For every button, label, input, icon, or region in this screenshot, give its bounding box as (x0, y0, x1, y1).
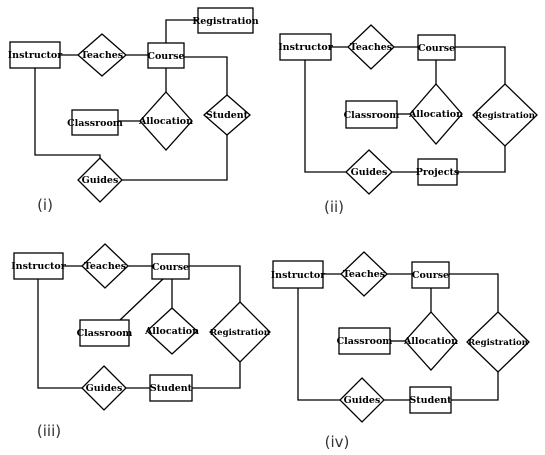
instructor-label: Instructor (11, 261, 67, 272)
allocation-label: Allocation (408, 109, 463, 120)
allocation-label: Allocation (403, 336, 458, 347)
teaches-label: Teaches (343, 269, 385, 280)
registration-label: Registration (475, 111, 536, 121)
classroom-entity (338, 327, 391, 355)
classroom-label: Classroom (77, 328, 133, 339)
student-label: Student (150, 383, 193, 394)
classroom-entity (79, 319, 130, 347)
guides-relationship (81, 365, 127, 411)
registration-label: Registration (210, 328, 271, 338)
allocation-label: Allocation (144, 326, 199, 337)
course-entity (411, 261, 450, 289)
course-entity (151, 253, 190, 280)
student-label: Student (409, 395, 452, 406)
caption-ii: (ii) (324, 198, 344, 216)
teaches-label: Teaches (350, 42, 392, 53)
allocation-relationship (146, 307, 198, 355)
er-diagram-i: Instructor Teaches Course Registration C… (8, 7, 259, 214)
guides-label: Guides (82, 175, 119, 186)
instructor-entity (13, 252, 64, 280)
guides-label: Guides (86, 383, 123, 394)
course-label: Course (152, 262, 189, 273)
er-diagram-iii: Instructor Teaches Course Classroom Allo… (11, 243, 271, 440)
student-relationship (203, 94, 251, 136)
classroom-label: Classroom (67, 118, 123, 129)
course-entity (417, 34, 456, 61)
teaches-label: Teaches (81, 50, 123, 61)
registration-relationship (466, 311, 530, 373)
classroom-label: Classroom (337, 336, 393, 347)
allocation-label: Allocation (138, 116, 193, 127)
instructor-label: Instructor (278, 42, 334, 53)
caption-iv: (iv) (325, 433, 350, 451)
allocation-relationship (139, 91, 193, 151)
teaches-relationship (340, 251, 388, 297)
instructor-label: Instructor (271, 270, 327, 281)
student-entity (149, 374, 193, 402)
course-label: Course (418, 43, 455, 54)
registration-label: Registration (468, 338, 529, 348)
classroom-entity (71, 109, 119, 136)
er-diagram-ii: Instructor Teaches Course Classroom Allo… (278, 24, 538, 216)
instructor-label: Instructor (8, 50, 64, 61)
guides-label: Guides (344, 395, 381, 406)
instructor-entity (272, 260, 324, 289)
er-diagram-iv: Instructor Teaches Course Classroom Allo… (271, 251, 530, 451)
classroom-label: Classroom (344, 110, 400, 121)
guides-relationship (345, 149, 393, 195)
student-label: Student (206, 110, 249, 121)
course-label: Course (412, 270, 449, 281)
teaches-relationship (77, 33, 127, 77)
registration-entity (197, 7, 254, 34)
allocation-relationship (409, 83, 463, 145)
guides-relationship (339, 377, 385, 423)
course-label: Course (147, 51, 184, 62)
guides-label: Guides (351, 167, 388, 178)
guides-relationship (77, 157, 123, 203)
registration-relationship (209, 301, 271, 363)
course-entity (147, 42, 185, 69)
allocation-relationship (404, 311, 458, 371)
registration-label: Registration (192, 16, 258, 27)
instructor-entity (9, 41, 61, 69)
student-entity (409, 386, 452, 414)
registration-relationship (472, 83, 538, 147)
caption-iii: (iii) (37, 422, 61, 440)
teaches-relationship (347, 24, 395, 70)
caption-i: (i) (37, 196, 53, 214)
instructor-entity (279, 33, 332, 61)
teaches-relationship (81, 243, 129, 289)
classroom-entity (345, 100, 398, 129)
teaches-label: Teaches (84, 261, 126, 272)
projects-entity (417, 158, 458, 186)
projects-label: Projects (416, 167, 460, 178)
